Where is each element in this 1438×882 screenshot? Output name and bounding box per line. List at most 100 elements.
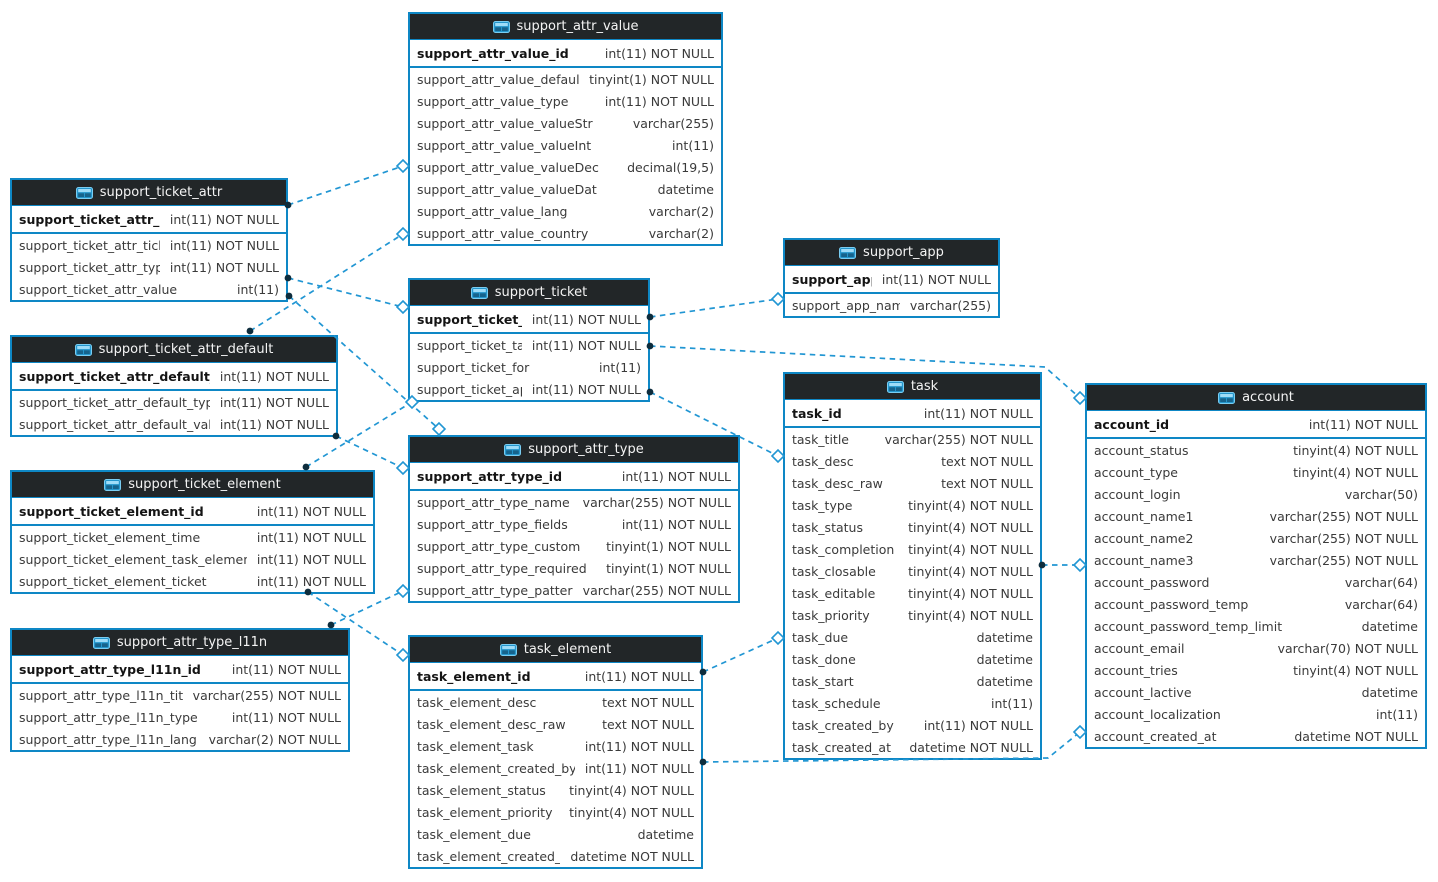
relationship-task_element-to-task[interactable] [699,630,786,676]
table-header[interactable]: support_app [785,240,998,266]
table-header[interactable]: support_ticket_element [12,472,373,498]
column-row[interactable]: support_ticket_appint(11) NOT NULL [410,378,648,400]
table-header[interactable]: support_attr_type [410,437,738,463]
table-header[interactable]: support_ticket_attr_default [12,337,336,363]
table-header[interactable]: support_ticket_attr [12,180,286,206]
table-header[interactable]: support_attr_type_l11n [12,630,348,656]
relationship-task_element-to-account[interactable] [699,724,1088,766]
table-header[interactable]: task_element [410,637,701,663]
table-header[interactable]: support_ticket [410,280,648,306]
relationship-support_ticket_attr_default-to-support_attr_value[interactable] [246,226,411,335]
table-header[interactable]: support_attr_value [410,14,721,40]
relationship-support_ticket_attr-to-support_attr_value[interactable] [284,158,411,209]
relationship-support_ticket_attr-to-support_ticket[interactable] [284,274,411,315]
relationship-support_ticket-to-support_app[interactable] [646,291,786,321]
table-header[interactable]: task [785,374,1040,400]
relationship-task-to-account[interactable] [1038,557,1088,573]
